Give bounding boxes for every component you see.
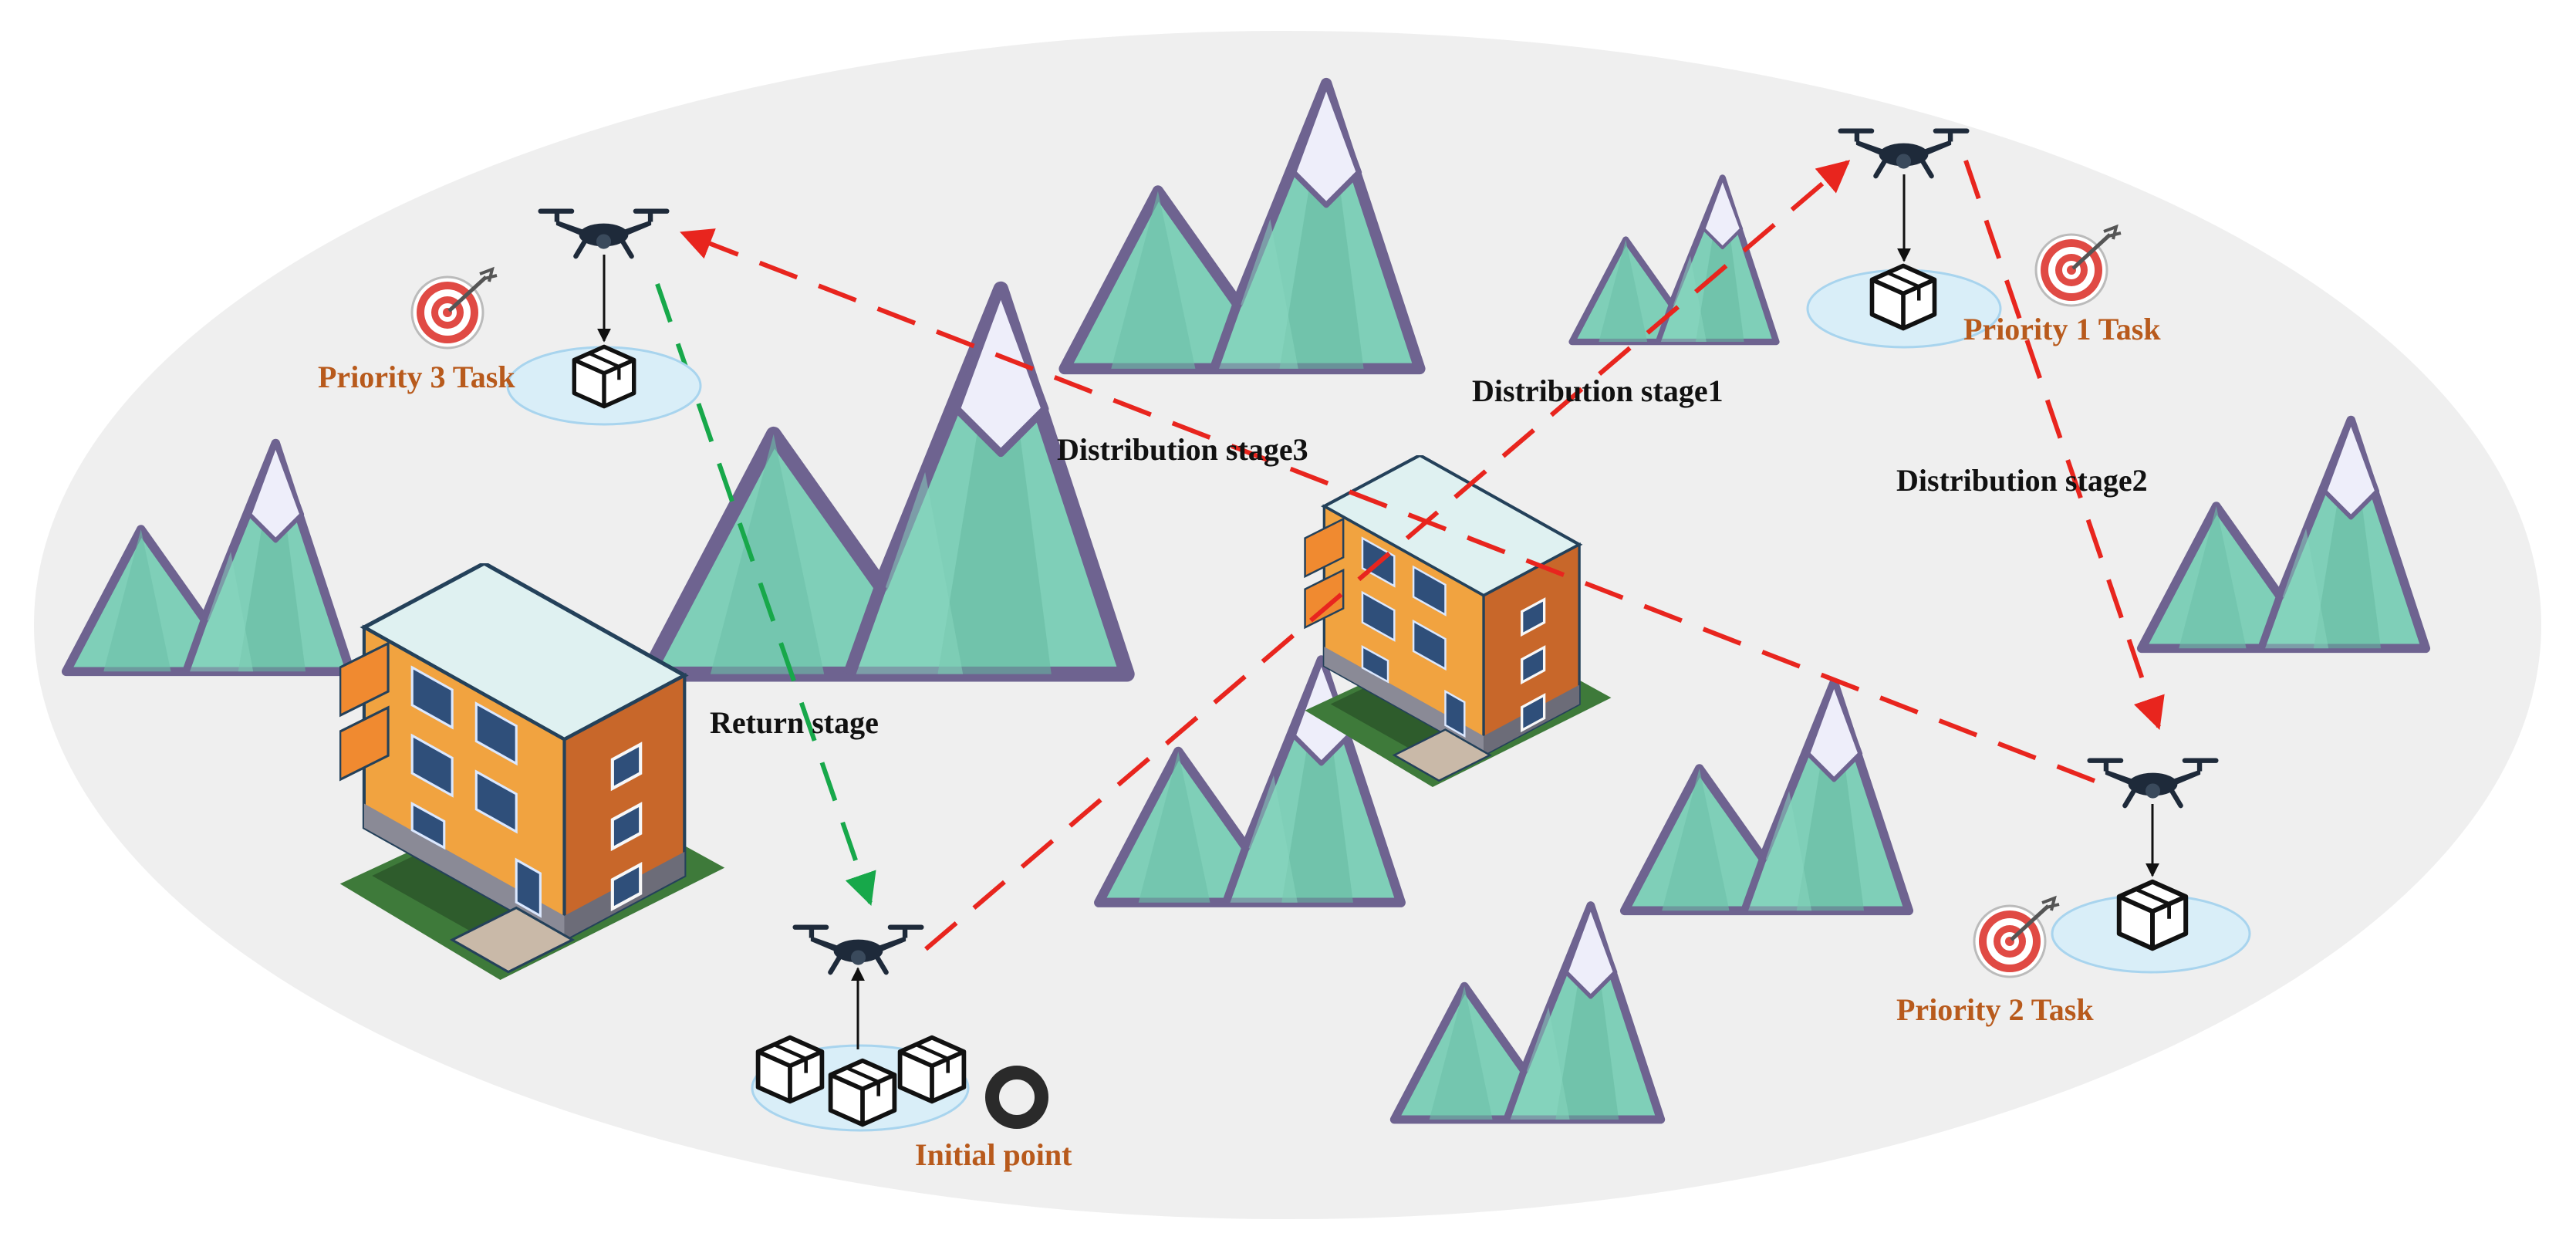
return-label: Return stage <box>710 705 879 740</box>
ring-icon <box>985 1066 1048 1129</box>
initial-point-label: Initial point <box>915 1137 1072 1172</box>
stage2-label: Distribution stage2 <box>1896 463 2148 498</box>
stage1-label: Distribution stage1 <box>1472 373 1724 408</box>
package-icon <box>900 1038 964 1102</box>
priority3-label: Priority 3 Task <box>318 360 515 394</box>
package-icon <box>2119 882 2186 948</box>
priority1-label: Priority 1 Task <box>1963 312 2161 346</box>
path-distribution-stage1 <box>924 160 1851 951</box>
path-return-stage <box>655 283 876 906</box>
package-icon <box>574 346 633 406</box>
priority2-label: Priority 2 Task <box>1896 992 2094 1027</box>
stage3-label: Distribution stage3 <box>1057 432 1308 467</box>
package-icon <box>758 1038 822 1102</box>
path-distribution-stage2 <box>1963 160 2165 730</box>
package-icon <box>831 1061 895 1125</box>
package-icon <box>1872 266 1935 329</box>
